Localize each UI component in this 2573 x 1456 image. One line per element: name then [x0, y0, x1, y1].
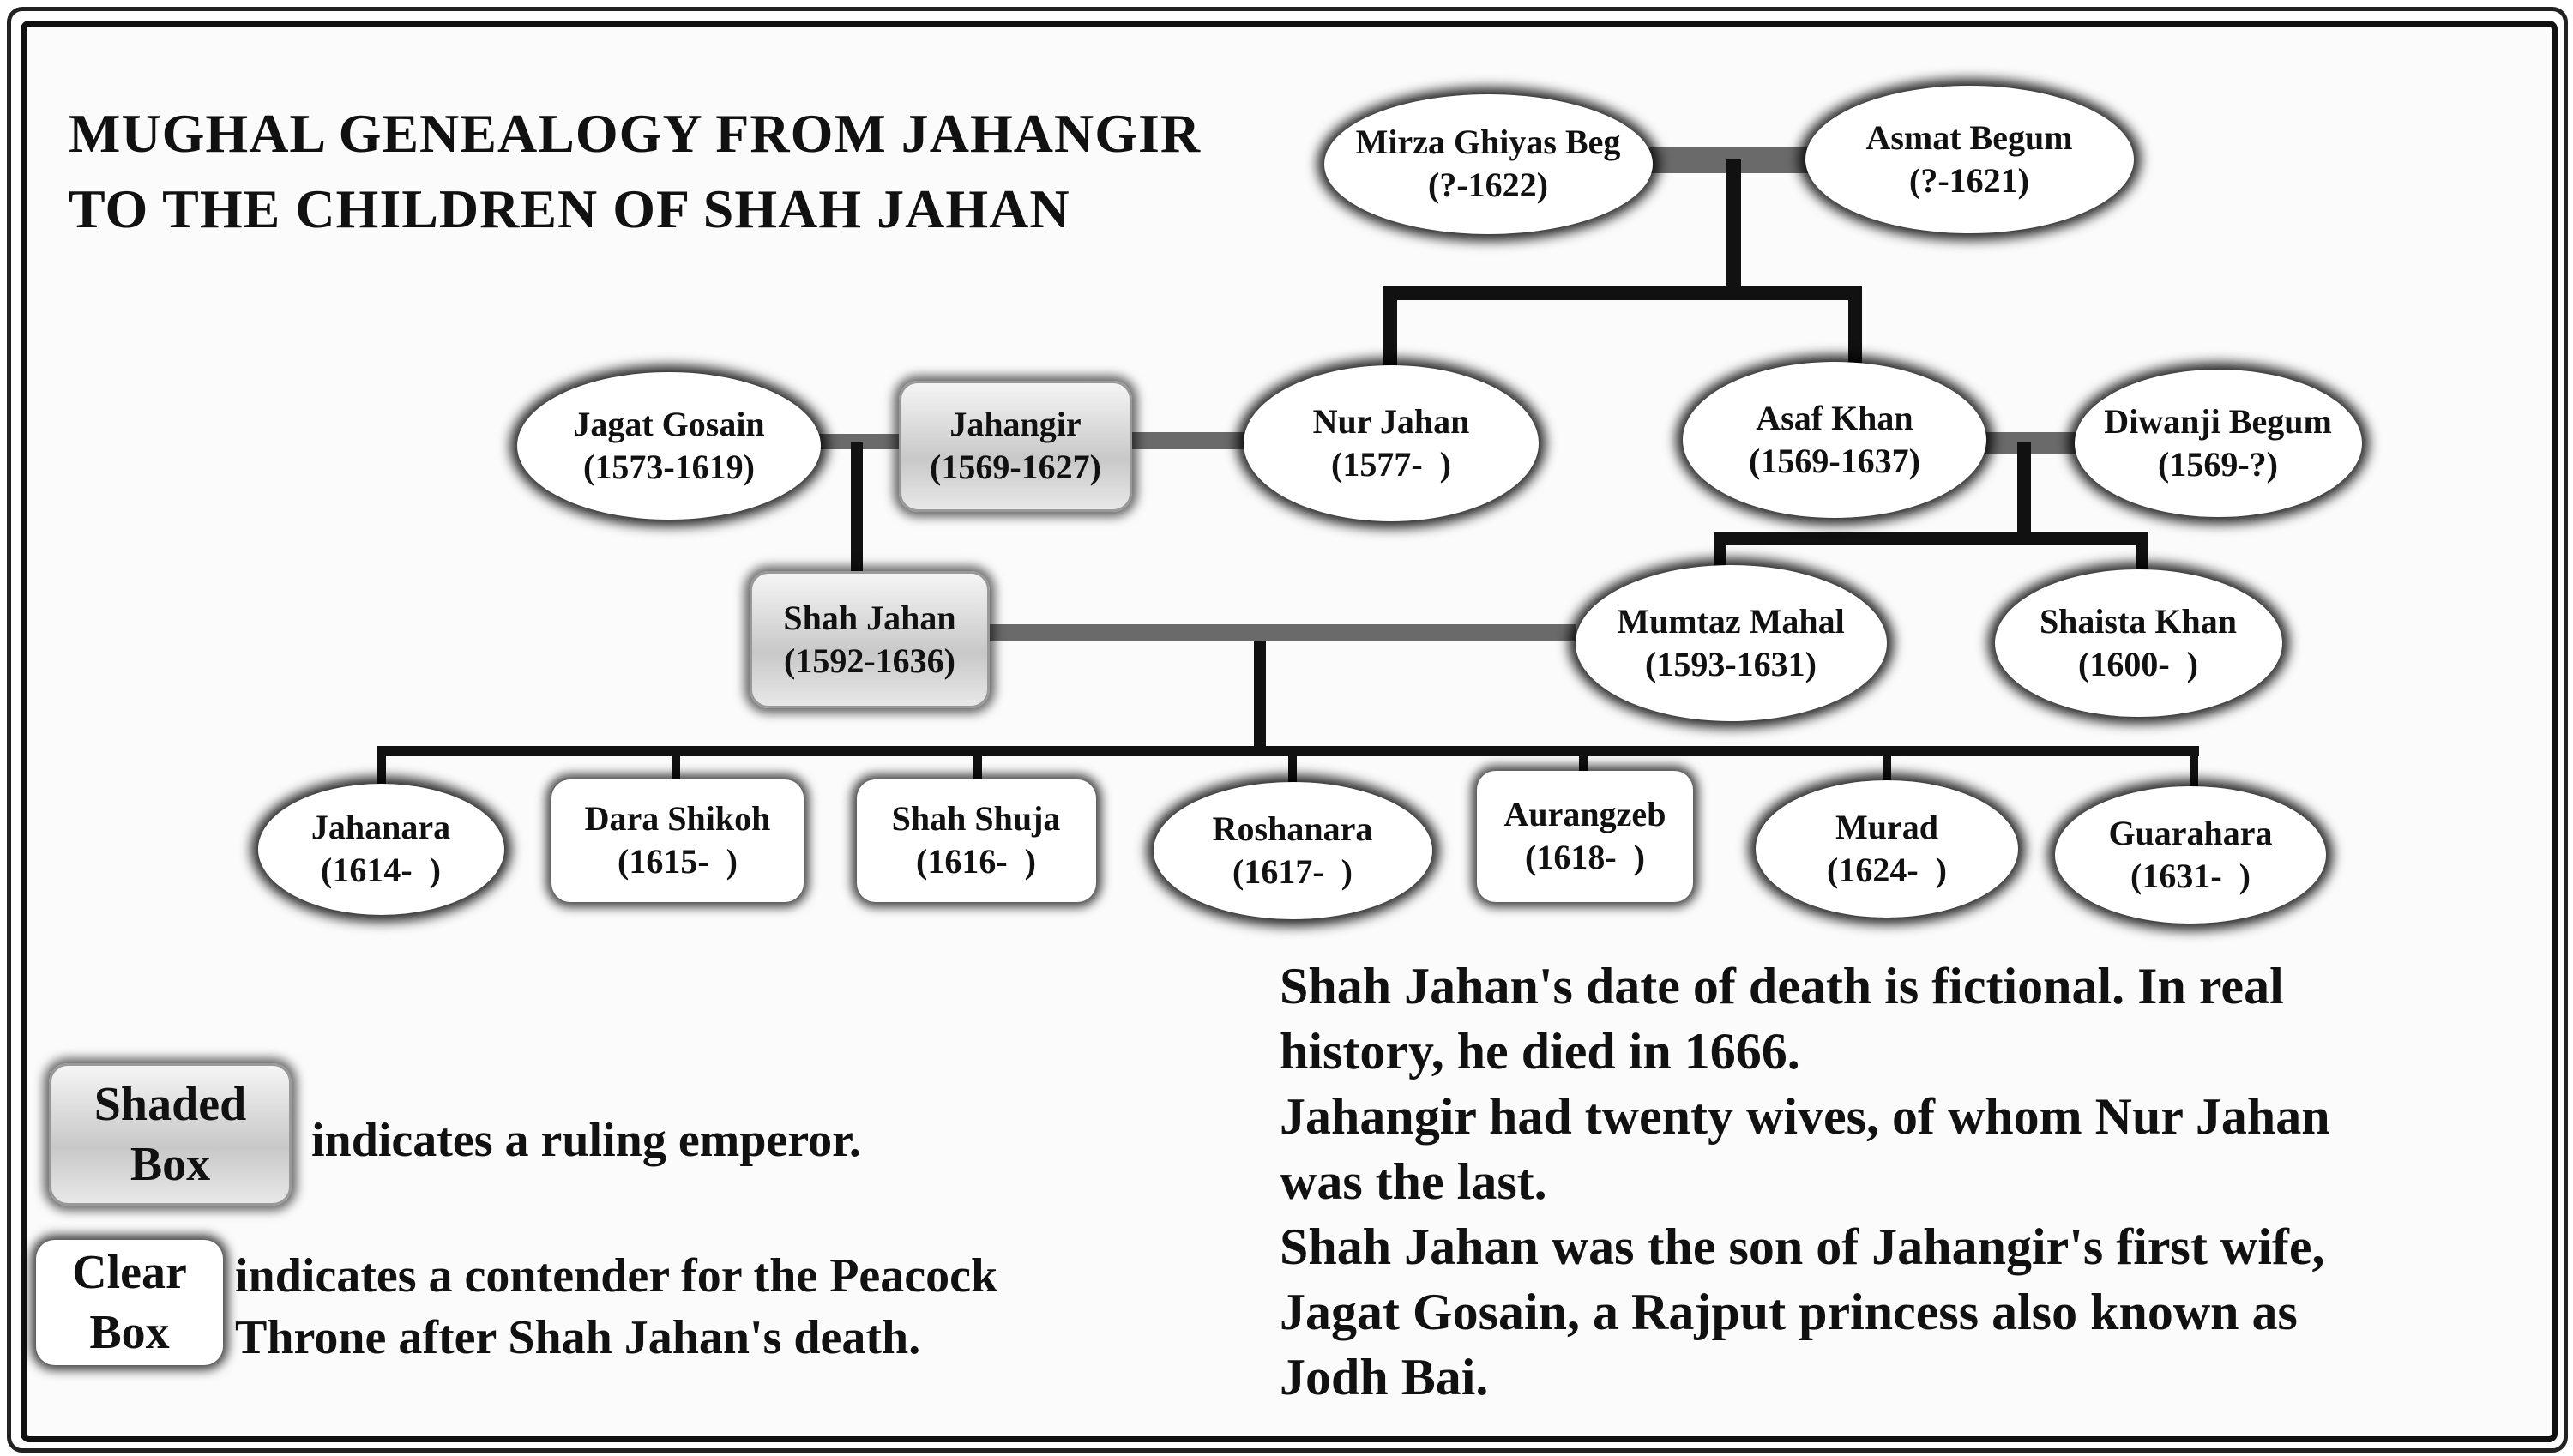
note-line: Jodh Bai.	[1280, 1349, 1489, 1405]
descent-line	[973, 746, 982, 784]
descent-line	[851, 442, 863, 575]
marriage-line-jahangir-nur	[1132, 432, 1247, 449]
legend-shaded-box-label: Shaded	[93, 1078, 247, 1131]
sibling-line	[1383, 286, 1862, 300]
outer-frame	[7, 7, 2568, 1453]
person-node-diwanji: Diwanji Begum (1569-?)	[2074, 370, 2362, 517]
note-line: history, he died in 1666.	[1280, 1023, 1800, 1080]
person-name: Nur Jahan	[1312, 402, 1470, 441]
person-node-roshanara: Roshanara (1617- )	[1153, 782, 1432, 919]
person-name: Guarahara	[2108, 814, 2273, 852]
person-dates: (?-1622)	[1428, 165, 1548, 204]
person-name: Jahanara	[310, 808, 451, 846]
person-node-aurangzeb: Aurangzeb (1618- )	[1477, 770, 1693, 902]
sibling-line	[1714, 532, 2148, 545]
descent-line	[1726, 159, 1741, 297]
legend-shaded-text: indicates a ruling emperor.	[311, 1114, 861, 1167]
person-dates: (?-1621)	[1909, 161, 2029, 200]
legend-clear-box-label: Clear	[72, 1246, 187, 1299]
person-dates: (1617- )	[1232, 852, 1353, 891]
person-node-nur: Nur Jahan (1577- )	[1244, 365, 1539, 521]
person-name: Asaf Khan	[1756, 399, 1913, 437]
descent-line	[1288, 746, 1297, 791]
title-line: MUGHAL GENEALOGY FROM JAHANGIR	[69, 103, 1202, 164]
person-node-shuja: Shah Shuja (1616- )	[856, 779, 1096, 902]
person-node-jahangir: Jahangir (1569-1627)	[899, 380, 1132, 512]
person-dates: (1631- )	[2130, 857, 2251, 895]
note-line: Jagat Gosain, a Rajput princess also kno…	[1280, 1284, 2298, 1340]
legend-shaded-box: Shaded Box	[49, 1063, 292, 1206]
descent-line	[672, 746, 680, 784]
person-node-mumtaz: Mumtaz Mahal (1593-1631)	[1575, 565, 1887, 721]
person-name: Roshanara	[1212, 809, 1373, 848]
person-node-shahjahan: Shah Jahan (1592-1636)	[750, 571, 990, 708]
marriage-line-shahjahan-mumtaz	[990, 624, 1576, 641]
inner-frame	[21, 21, 2558, 1442]
person-dates: (1614- )	[321, 851, 441, 889]
person-node-dara: Dara Shikoh (1615- )	[551, 779, 804, 902]
person-name: Asmat Begum	[1865, 118, 2073, 157]
marriage-line-jagat-jahangir	[819, 434, 901, 449]
person-dates: (1593-1631)	[1645, 645, 1817, 683]
note-line: Shah Jahan's date of death is fictional.…	[1280, 958, 2284, 1014]
person-name: Aurangzeb	[1503, 795, 1666, 833]
person-dates: (1615- )	[618, 842, 738, 881]
person-dates: (1600- )	[2078, 645, 2198, 683]
person-dates: (1573-1619)	[583, 448, 755, 486]
historical-notes: Shah Jahan's date of death is fictional.…	[1280, 954, 2330, 1410]
descent-line	[377, 746, 386, 791]
person-name: Diwanji Begum	[2104, 402, 2332, 441]
person-name: Mirza Ghiyas Beg	[1355, 123, 1621, 161]
person-name: Mumtaz Mahal	[1617, 602, 1845, 641]
person-node-murad: Murad (1624- )	[1756, 780, 2018, 918]
legend-clear-text-line: indicates a contender for the Peacock	[235, 1249, 998, 1303]
person-name: Shaista Khan	[2039, 602, 2238, 641]
person-dates: (1569-1627)	[930, 448, 1101, 486]
person-node-asaf: Asaf Khan (1569-1637)	[1683, 362, 1986, 518]
legend-clear-text-line: Throne after Shah Jahan's death.	[235, 1311, 921, 1364]
person-node-asmat: Asmat Begum (?-1621)	[1805, 86, 2134, 233]
person-name: Murad	[1835, 808, 1938, 846]
person-node-shaista: Shaista Khan (1600- )	[1994, 569, 2282, 717]
person-name: Shah Jahan	[783, 599, 956, 637]
title-line: TO THE CHILDREN OF SHAH JAHAN	[69, 178, 1070, 239]
person-dates: (1577- )	[1331, 445, 1451, 484]
note-line: Shah Jahan was the son of Jahangir's fir…	[1280, 1218, 2325, 1275]
person-name: Jahangir	[949, 405, 1082, 443]
note-line: was the last.	[1280, 1153, 1547, 1210]
descent-line	[2017, 442, 2031, 538]
legend-clear-box: Clear Box	[36, 1240, 223, 1365]
legend-shaded-box-label: Box	[130, 1138, 211, 1191]
note-line: Jahangir had twenty wives, of whom Nur J…	[1280, 1088, 2330, 1145]
person-node-guarahara: Guarahara (1631- )	[2055, 786, 2326, 924]
legend-clear-text: indicates a contender for the Peacock Th…	[235, 1245, 997, 1369]
person-name: Shah Shuja	[891, 799, 1061, 838]
person-dates: (1616- )	[916, 842, 1036, 881]
person-dates: (1569-1637)	[1749, 442, 1920, 480]
diagram-title: MUGHAL GENEALOGY FROM JAHANGIR TO THE CH…	[69, 96, 1201, 247]
person-node-mirza: Mirza Ghiyas Beg (?-1622)	[1323, 93, 1653, 234]
person-name: Dara Shikoh	[584, 799, 771, 838]
descent-line	[1579, 746, 1588, 777]
descent-line	[1254, 641, 1266, 753]
person-node-jagat: Jagat Gosain (1573-1619)	[517, 372, 821, 520]
legend-clear-box-label: Box	[89, 1306, 170, 1359]
person-node-jahanara: Jahanara (1614- )	[257, 783, 504, 915]
person-dates: (1592-1636)	[784, 641, 955, 680]
descent-line	[1883, 746, 1891, 784]
person-name: Jagat Gosain	[573, 405, 765, 443]
person-dates: (1624- )	[1827, 851, 1947, 889]
person-dates: (1569-?)	[2158, 445, 2278, 484]
person-dates: (1618- )	[1525, 838, 1645, 876]
descent-line	[2190, 746, 2198, 791]
